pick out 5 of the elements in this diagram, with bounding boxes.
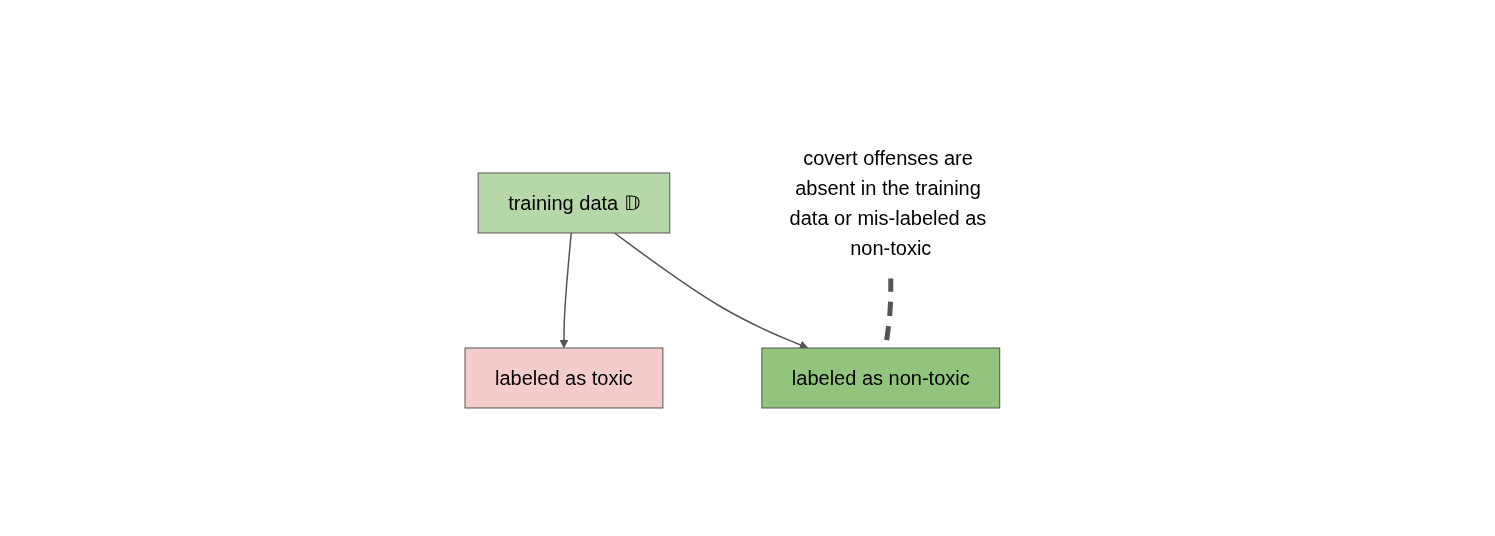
node-box: training data 𝔻: [477, 172, 670, 234]
node-box: labeled as non-toxic: [760, 347, 1000, 409]
node-box: labeled as toxic: [464, 347, 663, 409]
node-text: covert offenses are absent in the training data or mis-labeled as non-toxic: [789, 147, 986, 259]
arrow: [559, 232, 572, 349]
